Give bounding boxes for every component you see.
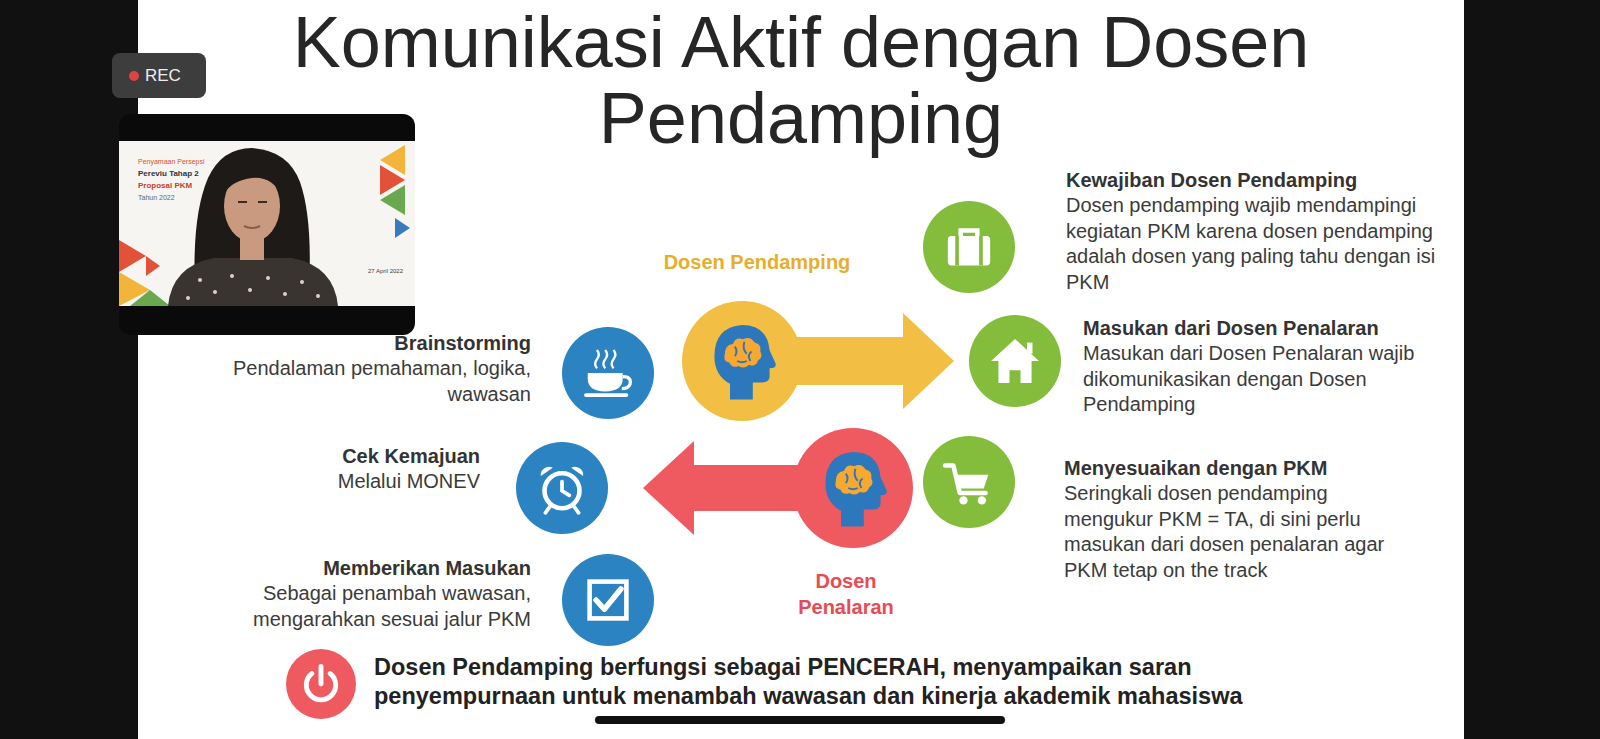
circle-shape [562,327,654,419]
text-group: Dosen Pendamping [627,250,887,275]
node-label: Dosen Pendamping [627,250,887,275]
slide-ground [138,0,1464,739]
node-body: Masukan dari Dosen Penalaran wajib dikom… [1083,341,1458,418]
node-heading: Brainstorming [191,331,531,356]
text-group: Dosen Penalaran [776,568,916,620]
node-label: Dosen Penalaran [776,568,916,620]
node-body: Dosen pendamping wajib mendampingi kegia… [1066,193,1458,295]
thumbnail-text: Pereviu Tahap 2 [138,169,199,178]
rec-dot [129,71,139,81]
text-group: Cek KemajuanMelalui MONEV [240,444,480,495]
circle-shape [969,315,1061,407]
node-heading: Kewajiban Dosen Pendamping [1066,168,1458,193]
circle-shape [923,436,1015,528]
node-heading: Masukan dari Dosen Penalaran [1083,316,1458,341]
node-body: Melalui MONEV [240,469,480,495]
circle-shape [286,649,356,719]
icon-circle: BrainstormingPendalaman pemahaman, logik… [562,327,654,419]
text-group: BrainstormingPendalaman pemahaman, logik… [191,331,531,407]
text-group: Masukan dari Dosen PenalaranMasukan dari… [1083,316,1458,418]
rec-label: REC [145,66,181,86]
node-body: Pendalaman pemahaman, logika, wawasan [191,356,531,407]
thumbnail-date: 27 April 2022 [368,268,403,275]
icon-circle: Cek KemajuanMelalui MONEV [516,442,608,534]
text-group: Dosen Pendamping berfungsi sebagai PENCE… [374,653,1334,711]
thumbnail-text: Tahun 2022 [138,194,175,202]
icon-circle: Masukan dari Dosen PenalaranMasukan dari… [969,315,1061,407]
text-group: Kewajiban Dosen PendampingDosen pendampi… [1066,168,1458,295]
circle-shape [562,554,654,646]
rec-badge [112,53,206,98]
icon-circle: Kewajiban Dosen PendampingDosen pendampi… [923,201,1015,293]
circle-shape [923,201,1015,293]
thumbnail-text: Penyamaan Persepsi [138,158,205,166]
role-circle: Dosen Pendamping [682,301,802,421]
text-group: Menyesuaikan dengan PKMSeringkali dosen … [1064,456,1399,583]
video-thumbnail [119,114,415,335]
node-body: Seringkali dosen pendamping mengukur PKM… [1064,481,1399,583]
node-heading: Cek Kemajuan [240,444,480,469]
icon-circle: Menyesuaikan dengan PKMSeringkali dosen … [923,436,1015,528]
circle-shape [682,301,802,421]
node-label: Dosen Pendamping berfungsi sebagai PENCE… [374,653,1334,711]
text-group: Memberikan MasukanSebagai penambah wawas… [211,556,531,632]
circle-shape [793,428,913,548]
thumbnail-text: Proposal PKM [138,181,192,190]
slide-title: Komunikasi Aktif dengan Dosen Pendamping [201,4,1401,156]
node-body: Sebagai penambah wawasan, mengarahkan se… [211,581,531,632]
home-indicator [595,716,1005,724]
power-circle: Dosen Pendamping berfungsi sebagai PENCE… [286,649,356,719]
circle-shape [516,442,608,534]
role-circle: Dosen Penalaran [793,428,913,548]
node-heading: Menyesuaikan dengan PKM [1064,456,1399,481]
node-heading: Memberikan Masukan [211,556,531,581]
icon-circle: Memberikan MasukanSebagai penambah wawas… [562,554,654,646]
